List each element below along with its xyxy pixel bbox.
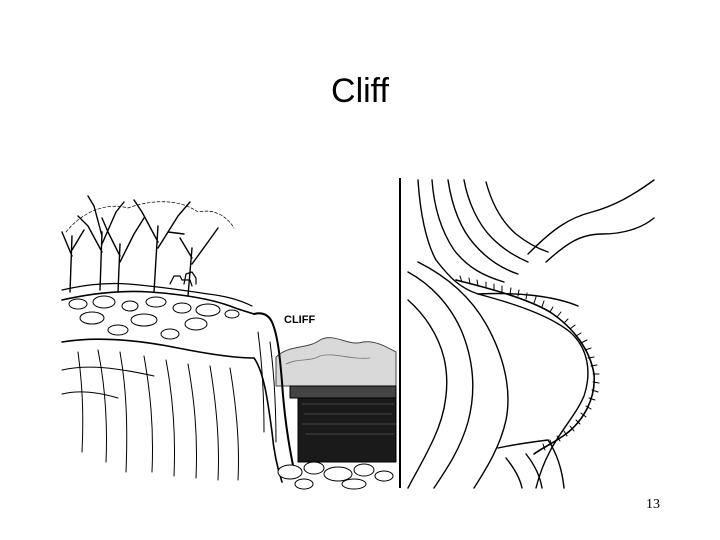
contour-line xyxy=(418,262,508,488)
wildlife xyxy=(170,272,196,286)
water xyxy=(298,396,396,462)
slide-title: Cliff xyxy=(0,72,720,111)
contour-line xyxy=(478,294,578,307)
cliff-illustration: CLIFF xyxy=(58,172,662,492)
cliff-face-hatching xyxy=(78,332,276,480)
contour-line xyxy=(408,300,447,488)
foreground-rubble xyxy=(278,462,393,489)
contour-line xyxy=(526,454,542,488)
contour-line xyxy=(408,272,473,488)
page-number: 13 xyxy=(646,497,660,513)
contour-line xyxy=(506,458,522,488)
contour-line xyxy=(528,180,654,254)
terrain-sketch: CLIFF xyxy=(62,196,396,489)
contour-map xyxy=(408,180,654,488)
distant-hills xyxy=(276,338,396,386)
contour-line xyxy=(418,180,588,488)
contour-line xyxy=(464,180,528,262)
cliff-label: CLIFF xyxy=(284,314,315,326)
surface-rocks xyxy=(69,296,239,339)
contour-line xyxy=(498,440,564,488)
cliff-face xyxy=(62,339,282,482)
trees xyxy=(62,196,218,296)
cliff-hachure-line xyxy=(456,280,594,454)
